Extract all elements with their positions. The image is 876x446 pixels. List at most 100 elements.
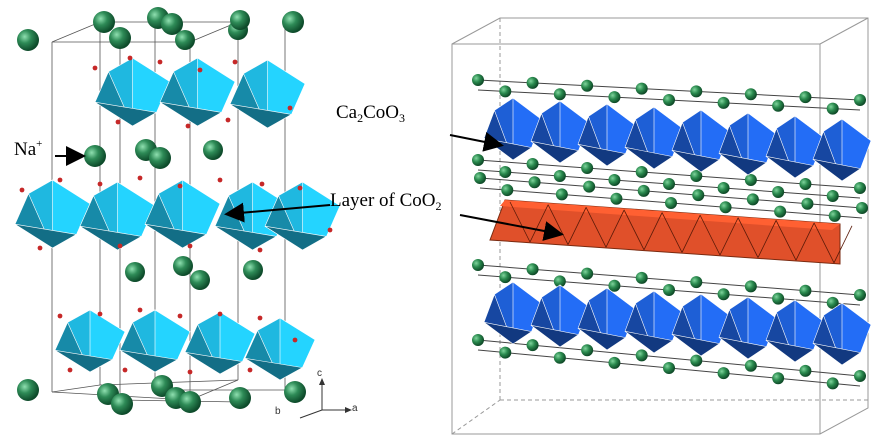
- green-atom: [854, 94, 866, 106]
- green-atom: [190, 270, 210, 290]
- green-atom: [17, 29, 39, 51]
- oxygen-atom: [37, 245, 43, 251]
- octahedra-layer-middle: [14, 179, 341, 251]
- green-atom: [663, 284, 675, 296]
- axis-a-label: a: [352, 403, 358, 414]
- green-atom: [799, 364, 812, 377]
- green-atom: [854, 182, 866, 194]
- green-atom: [690, 354, 703, 367]
- green-atom: [230, 10, 250, 30]
- ca2coo3-octahedra-row-top: [483, 97, 872, 182]
- octahedron: [94, 57, 171, 127]
- green-atom: [581, 267, 594, 280]
- ca2coo3-label: Ca2CoO3: [336, 102, 406, 125]
- green-atom: [526, 339, 539, 352]
- octahedra-layer-top: [94, 57, 306, 129]
- green-atom: [826, 377, 839, 390]
- oxygen-atom: [217, 311, 223, 317]
- oxygen-atom: [157, 59, 163, 65]
- green-atom: [553, 351, 566, 364]
- octahedron: [812, 118, 872, 182]
- green-atom: [717, 96, 730, 109]
- green-atom: [583, 180, 596, 193]
- green-atom: [663, 362, 675, 374]
- green-atom: [690, 170, 703, 182]
- green-atom: [635, 82, 648, 95]
- oxygen-atom: [292, 337, 298, 343]
- green-atom: [526, 158, 539, 170]
- green-atom: [717, 367, 730, 380]
- octahedron: [718, 296, 778, 360]
- green-atom: [744, 88, 757, 101]
- oxygen-atom: [19, 187, 25, 193]
- green-atom: [499, 166, 512, 178]
- oxygen-atom: [197, 67, 203, 73]
- green-atom: [635, 166, 648, 178]
- oxygen-atom: [217, 177, 223, 183]
- sodium-cobalt-atoms: [17, 7, 306, 415]
- oxygen-atom: [115, 119, 121, 125]
- green-atom: [856, 202, 868, 214]
- octahedra-layer-bottom: [54, 309, 316, 381]
- green-atom: [581, 162, 594, 174]
- green-atom: [499, 346, 512, 359]
- ca2coo3-layered-structure-icon: [451, 17, 872, 435]
- green-atom: [608, 356, 621, 369]
- oxygen-atom: [259, 181, 265, 187]
- octahedron: [718, 112, 778, 176]
- green-atom: [501, 184, 514, 197]
- green-atom: [109, 27, 131, 49]
- oxygen-atom: [122, 367, 128, 373]
- layer-arrow-right: [459, 214, 564, 241]
- green-atom: [717, 182, 730, 194]
- green-atom: [665, 197, 677, 209]
- layer-coo2-label: Layer of CoO2: [330, 190, 442, 213]
- oxygen-atom: [137, 307, 143, 313]
- green-atom: [526, 263, 539, 276]
- green-atom: [746, 193, 759, 206]
- octahedron: [624, 290, 684, 354]
- green-atom: [826, 102, 839, 115]
- green-atom: [553, 275, 566, 288]
- oxygen-atom: [287, 105, 293, 111]
- oxygen-atom: [187, 369, 193, 375]
- oxygen-atom: [92, 65, 98, 71]
- octahedron: [229, 59, 306, 129]
- green-atom: [284, 381, 306, 403]
- octahedron: [765, 115, 825, 179]
- oxygen-atom: [57, 177, 63, 183]
- oxygen-atom: [187, 243, 193, 249]
- oxygen-atom: [127, 55, 133, 61]
- green-atom: [828, 209, 841, 222]
- octahedron: [530, 284, 590, 348]
- green-atom: [553, 170, 566, 182]
- green-atom: [472, 259, 484, 271]
- green-atom: [772, 372, 785, 385]
- oxygen-atom: [137, 175, 143, 181]
- nacoo2-crystal-structure-icon: [14, 7, 352, 419]
- octahedron: [624, 106, 684, 170]
- green-atom: [772, 99, 785, 112]
- octahedron: [671, 109, 731, 173]
- atom-chain: [472, 334, 866, 390]
- oxygen-atom: [327, 227, 333, 233]
- green-atom: [854, 370, 866, 382]
- oxygen-atom: [185, 123, 191, 129]
- octahedron: [244, 317, 316, 381]
- green-atom: [282, 11, 304, 33]
- green-atom: [854, 289, 866, 301]
- green-atom: [555, 188, 568, 201]
- green-atom: [608, 174, 621, 186]
- green-atom: [472, 334, 484, 346]
- coo2-layer: [489, 199, 853, 265]
- green-atom: [826, 190, 839, 202]
- oxygen-atom: [257, 247, 263, 253]
- green-atom: [173, 256, 193, 276]
- green-atom: [553, 88, 566, 101]
- axis-b-label: b: [275, 406, 281, 417]
- green-atom: [692, 189, 705, 202]
- green-atom: [744, 359, 757, 372]
- green-atom: [608, 91, 621, 104]
